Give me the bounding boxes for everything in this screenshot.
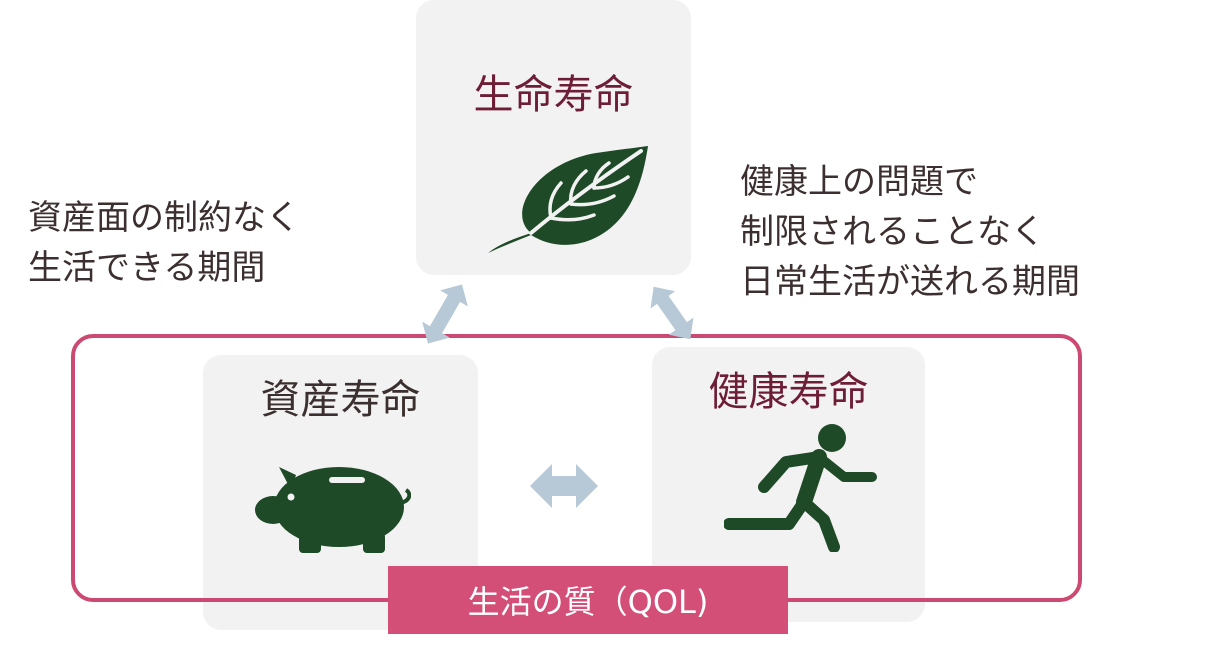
asset-longevity-title: 資産寿命 <box>260 377 421 423</box>
asset-note-line: 資産面の制約なく <box>28 198 300 238</box>
piggy-bank-icon <box>255 467 411 553</box>
leaf-icon <box>488 146 648 253</box>
asset-longevity-card: 資産寿命 <box>203 355 478 630</box>
health-note-line: 制限されることなく <box>740 212 1045 252</box>
life-expectancy-card: 生命寿命 <box>416 0 691 275</box>
life-expectancy-title: 生命寿命 <box>473 72 634 118</box>
health-note-line: 健康上の問題で <box>740 162 978 202</box>
running-person-icon <box>724 424 877 552</box>
healthy-life-note: 健康上の問題で 制限されることなく 日常生活が送れる期間 <box>740 157 1080 307</box>
double-arrow-icon <box>422 284 468 344</box>
health-note-line: 日常生活が送れる期間 <box>740 262 1080 302</box>
qol-label: 生活の質（QOL) <box>388 566 788 634</box>
asset-longevity-note: 資産面の制約なく 生活できる期間 <box>28 193 300 293</box>
double-arrow-icon <box>530 464 598 508</box>
double-arrow-icon <box>650 286 694 340</box>
asset-note-line: 生活できる期間 <box>28 248 266 288</box>
healthy-life-title: 健康寿命 <box>708 369 869 415</box>
